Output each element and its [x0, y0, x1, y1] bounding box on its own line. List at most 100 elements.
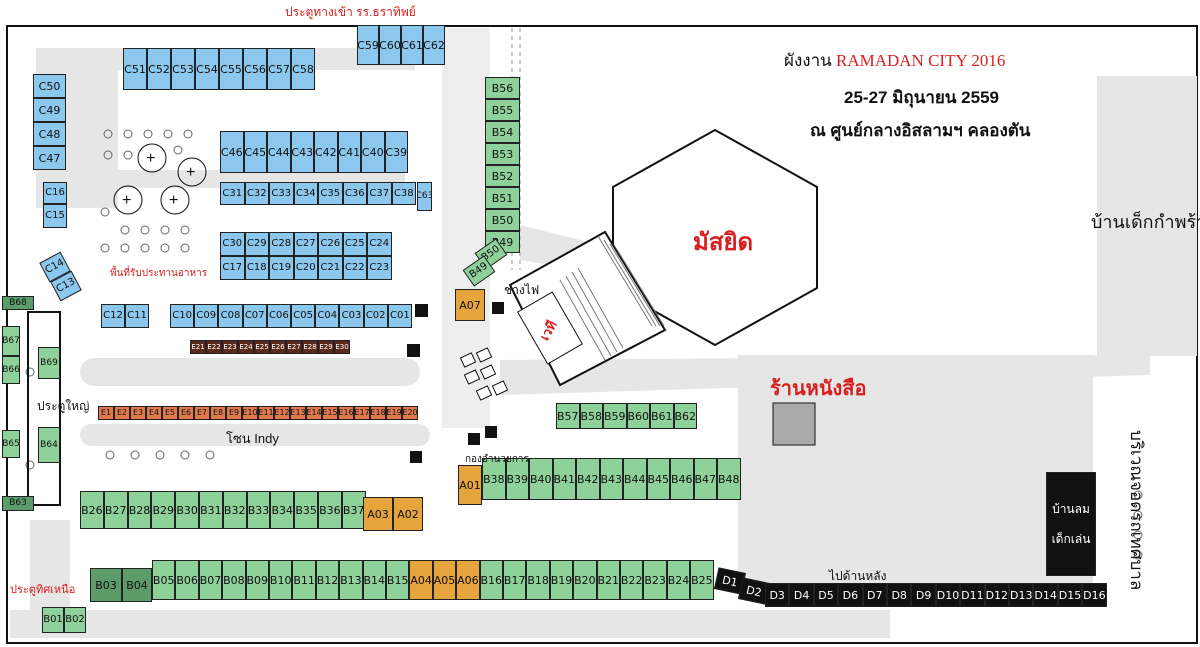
booth-b35: B35	[294, 491, 318, 529]
booth-b48: B48	[717, 458, 741, 500]
booth-e19: E19	[386, 406, 402, 420]
booth-b21: B21	[596, 560, 620, 600]
booth-e13: E13	[290, 406, 306, 420]
booth-b59: B59	[603, 403, 627, 429]
booth-b43: B43	[599, 458, 623, 500]
booth-c09: C09	[194, 304, 219, 328]
booth-b39: B39	[505, 458, 529, 500]
svg-text:+: +	[122, 192, 131, 209]
booth-b63: B63	[2, 496, 34, 511]
booth-b31: B31	[199, 491, 223, 529]
booth-e28: E28	[302, 340, 318, 354]
booth-c43: C43	[290, 131, 314, 173]
booth-c33: C33	[269, 182, 294, 205]
booth-b69: B69	[38, 347, 60, 379]
booth-b68: B68	[2, 296, 34, 310]
booth-b08: B08	[222, 560, 246, 600]
booth-e17: E17	[354, 406, 370, 420]
booth-c49: C49	[33, 98, 66, 122]
playground-label: เด็กเล่น	[1051, 532, 1091, 546]
booth-b29: B29	[151, 491, 176, 529]
booth-b05: B05	[152, 560, 176, 600]
booth-e16: E16	[338, 406, 354, 420]
title-prefix: ผังงาน	[784, 51, 832, 70]
booth-b06: B06	[175, 560, 199, 600]
booth-b04: B04	[122, 568, 152, 602]
booth-e3: E3	[130, 406, 146, 420]
booth-d14: D14	[1033, 583, 1058, 607]
marker	[410, 451, 422, 463]
booth-c57: C57	[267, 48, 291, 90]
booth-b46: B46	[670, 458, 694, 500]
booth-e15: E15	[322, 406, 338, 420]
booth-c18: C18	[244, 256, 269, 280]
booth-c22: C22	[342, 256, 367, 280]
booth-e29: E29	[318, 340, 334, 354]
booth-b65: B65	[2, 430, 20, 458]
booth-d7: D7	[862, 583, 887, 607]
booth-c63: C63	[417, 182, 432, 211]
booth-c28: C28	[269, 232, 294, 256]
booth-b51: B51	[485, 187, 520, 209]
booth-c02: C02	[363, 304, 388, 328]
booth-b16: B16	[479, 560, 503, 600]
booth-c44: C44	[267, 131, 291, 173]
booth-c36: C36	[342, 182, 367, 205]
booth-c20: C20	[293, 256, 318, 280]
booth-c31: C31	[220, 182, 245, 205]
booth-c24: C24	[367, 232, 392, 256]
booth-b32: B32	[222, 491, 247, 529]
booth-b64: B64	[38, 427, 60, 463]
booth-e21: E21	[190, 340, 206, 354]
booth-c42: C42	[314, 131, 338, 173]
booth-e9: E9	[226, 406, 242, 420]
food-area-label: พื้นที่รับประทานอาหาร	[110, 268, 208, 279]
booth-c01: C01	[387, 304, 412, 328]
booth-c26: C26	[318, 232, 343, 256]
booth-e1: E1	[98, 406, 114, 420]
booth-c58: C58	[291, 48, 315, 90]
booth-b22: B22	[620, 560, 644, 600]
booth-d12: D12	[984, 583, 1009, 607]
mosque-label: มัสยิด	[693, 229, 754, 256]
booth-c59: C59	[357, 25, 379, 65]
booth-b44: B44	[623, 458, 647, 500]
booth-e11: E11	[258, 406, 274, 420]
map-dates: 25-27 มิถุนายน 2559	[844, 88, 999, 107]
booth-c06: C06	[266, 304, 291, 328]
electrician-label: ช่างไฟ	[504, 283, 540, 297]
booth-c05: C05	[291, 304, 316, 328]
booth-e24: E24	[238, 340, 254, 354]
booth-e2: E2	[114, 406, 130, 420]
booth-c11: C11	[125, 304, 149, 328]
booth-b01: B01	[42, 607, 64, 633]
booth-b09: B09	[245, 560, 269, 600]
booth-c62: C62	[423, 25, 445, 65]
booth-c35: C35	[318, 182, 343, 205]
booth-c52: C52	[147, 48, 171, 90]
booth-c60: C60	[379, 25, 401, 65]
booth-b02: B02	[64, 607, 86, 633]
booth-b52: B52	[485, 165, 520, 187]
to-back-label: ไปด้านหลัง	[829, 569, 887, 583]
booth-a04: A04	[409, 560, 433, 600]
booth-b07: B07	[198, 560, 223, 600]
booth-e18: E18	[370, 406, 386, 420]
booth-b54: B54	[485, 121, 520, 143]
booth-a06: A06	[456, 560, 480, 600]
marker	[407, 344, 420, 357]
marker	[485, 426, 497, 438]
zone-indy-label: โซน Indy	[226, 431, 279, 446]
booth-c10: C10	[170, 304, 195, 328]
marker	[415, 304, 428, 317]
booth-b03: B03	[90, 568, 122, 602]
gate-north-label: ประตูทิศเหนือ	[10, 584, 76, 596]
bouncy-house: บ้านลม เด็กเล่น	[1046, 472, 1096, 576]
gate-top-label: ประตูทางเข้า รร.ธราทิพย์	[285, 5, 416, 19]
booth-c47: C47	[33, 146, 66, 170]
booth-d16: D16	[1082, 583, 1107, 607]
booth-c17: C17	[220, 256, 245, 280]
booth-c45: C45	[243, 131, 267, 173]
booth-e6: E6	[178, 406, 194, 420]
